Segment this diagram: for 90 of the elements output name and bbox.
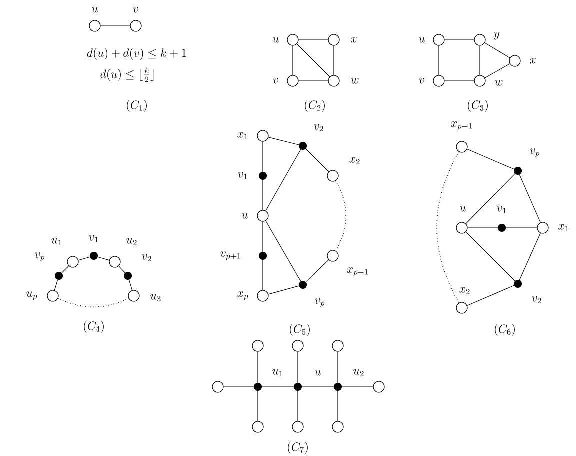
vertex-circle (212, 381, 224, 393)
vertex-label: $v_{p+1}$ (220, 252, 240, 260)
vertex-label: $v_2$ (142, 254, 152, 262)
graph-edge (484, 64, 510, 78)
graph-edge (58, 298, 130, 308)
vertex-label: $u$ (419, 37, 425, 43)
graph-edge (519, 233, 541, 281)
graph-edge (467, 148, 515, 170)
graph-edge (444, 80, 474, 82)
panel-caption: $(C_4)$ (84, 321, 104, 333)
vertex-label: $x_{p-1}$ (451, 122, 472, 130)
vertex-label: $u$ (92, 7, 98, 13)
vertex-label: $u_1$ (52, 238, 62, 246)
graph-edge (292, 46, 294, 76)
vertex-label: $v_1$ (238, 172, 248, 180)
vertex-circle (292, 340, 304, 352)
vertex-label: $x_2$ (350, 157, 360, 164)
vertex-label: $v_1$ (89, 235, 98, 242)
graph-edge (98, 256, 110, 261)
vertex-label: $u_p$ (26, 292, 38, 300)
graph-edge (306, 148, 330, 172)
formula: $d(u)\leq\lfloor\frac{k}{2}\rfloor$ (100, 68, 154, 82)
panel-caption: $(C_6)$ (495, 324, 515, 336)
vertex-label: $y$ (494, 32, 500, 40)
graph-edge (519, 174, 541, 223)
graph-edge (268, 286, 300, 295)
vertex-label: $u$ (273, 37, 279, 43)
graph-edge (262, 386, 294, 388)
vertex-label: $v_p$ (530, 148, 540, 158)
graph-edge (262, 180, 264, 210)
graph-edge (62, 266, 70, 274)
graph-edge (342, 386, 374, 388)
vertex-label: $v_p$ (315, 298, 325, 308)
panel-caption: $(C_3)$ (468, 100, 488, 112)
graph-edge (336, 180, 347, 252)
graph-edge (266, 220, 302, 282)
vertex-label: $x$ (530, 58, 536, 64)
vertex-label: $x_1$ (238, 132, 248, 140)
graph-edge (262, 260, 264, 290)
graph-edge (118, 266, 126, 274)
graph-edge (466, 232, 516, 282)
vertex-label: $u_3$ (150, 294, 161, 302)
vertex-label: $v$ (133, 7, 138, 13)
graph-edge (262, 142, 264, 172)
vertex-circle (332, 340, 344, 352)
graph-edge (128, 280, 133, 291)
vertex-label: $v$ (273, 78, 278, 84)
graph-edge (298, 80, 328, 82)
vertex-label: $w$ (351, 78, 359, 84)
vertex-label: $u_1$ (272, 369, 283, 376)
vertex-circle (252, 421, 264, 433)
graph-edge (268, 137, 300, 146)
vertex-label: $v_1$ (497, 206, 506, 214)
vertex-label: $x$ (351, 37, 357, 43)
graph-edge (54, 280, 58, 291)
vertex-circle (292, 421, 304, 433)
panel-caption: $(C_7)$ (288, 442, 308, 454)
vertex-label: $v_2$ (532, 296, 542, 304)
graph-edge (296, 44, 330, 78)
graph-edge (302, 386, 334, 388)
graph-edge (262, 222, 264, 252)
panel-caption: $(C_5)$ (290, 324, 310, 336)
formula: $d(u)+d(v)\leq k+1$ (87, 48, 186, 60)
vertex-label: $v_2$ (314, 124, 324, 132)
vertex-label: $u_2$ (354, 369, 364, 376)
graph-edge (438, 46, 440, 76)
vertex-label: $u$ (242, 213, 248, 219)
vertex-label: $u_2$ (126, 238, 137, 246)
vertex-label: $u$ (315, 370, 321, 376)
vertex-label: $x_2$ (460, 287, 470, 294)
panel-caption: $(C_1)$ (127, 100, 147, 112)
vertex-label: $w$ (495, 80, 503, 86)
vertex-label: $x_{p-1}$ (347, 268, 368, 276)
vertex-label: $x_p$ (238, 292, 248, 300)
graph-edge (224, 386, 254, 388)
vertex-label: $v_p$ (35, 252, 45, 262)
vertex-label: $x_1$ (558, 224, 569, 232)
vertex-circle (373, 381, 385, 393)
vertex-label: $v$ (419, 78, 424, 84)
graph-edge (436, 152, 460, 304)
graph-edge (467, 285, 515, 306)
panel-caption: $(C_2)$ (305, 100, 325, 112)
vertex-circle (332, 421, 344, 433)
graph-edge (306, 260, 330, 282)
vertex-label: $u$ (460, 206, 466, 212)
graph-edge (484, 42, 510, 58)
graph-edge (266, 149, 302, 212)
vertex-circle (252, 340, 264, 352)
graph-edge (78, 256, 90, 261)
graph-edge (466, 174, 516, 224)
